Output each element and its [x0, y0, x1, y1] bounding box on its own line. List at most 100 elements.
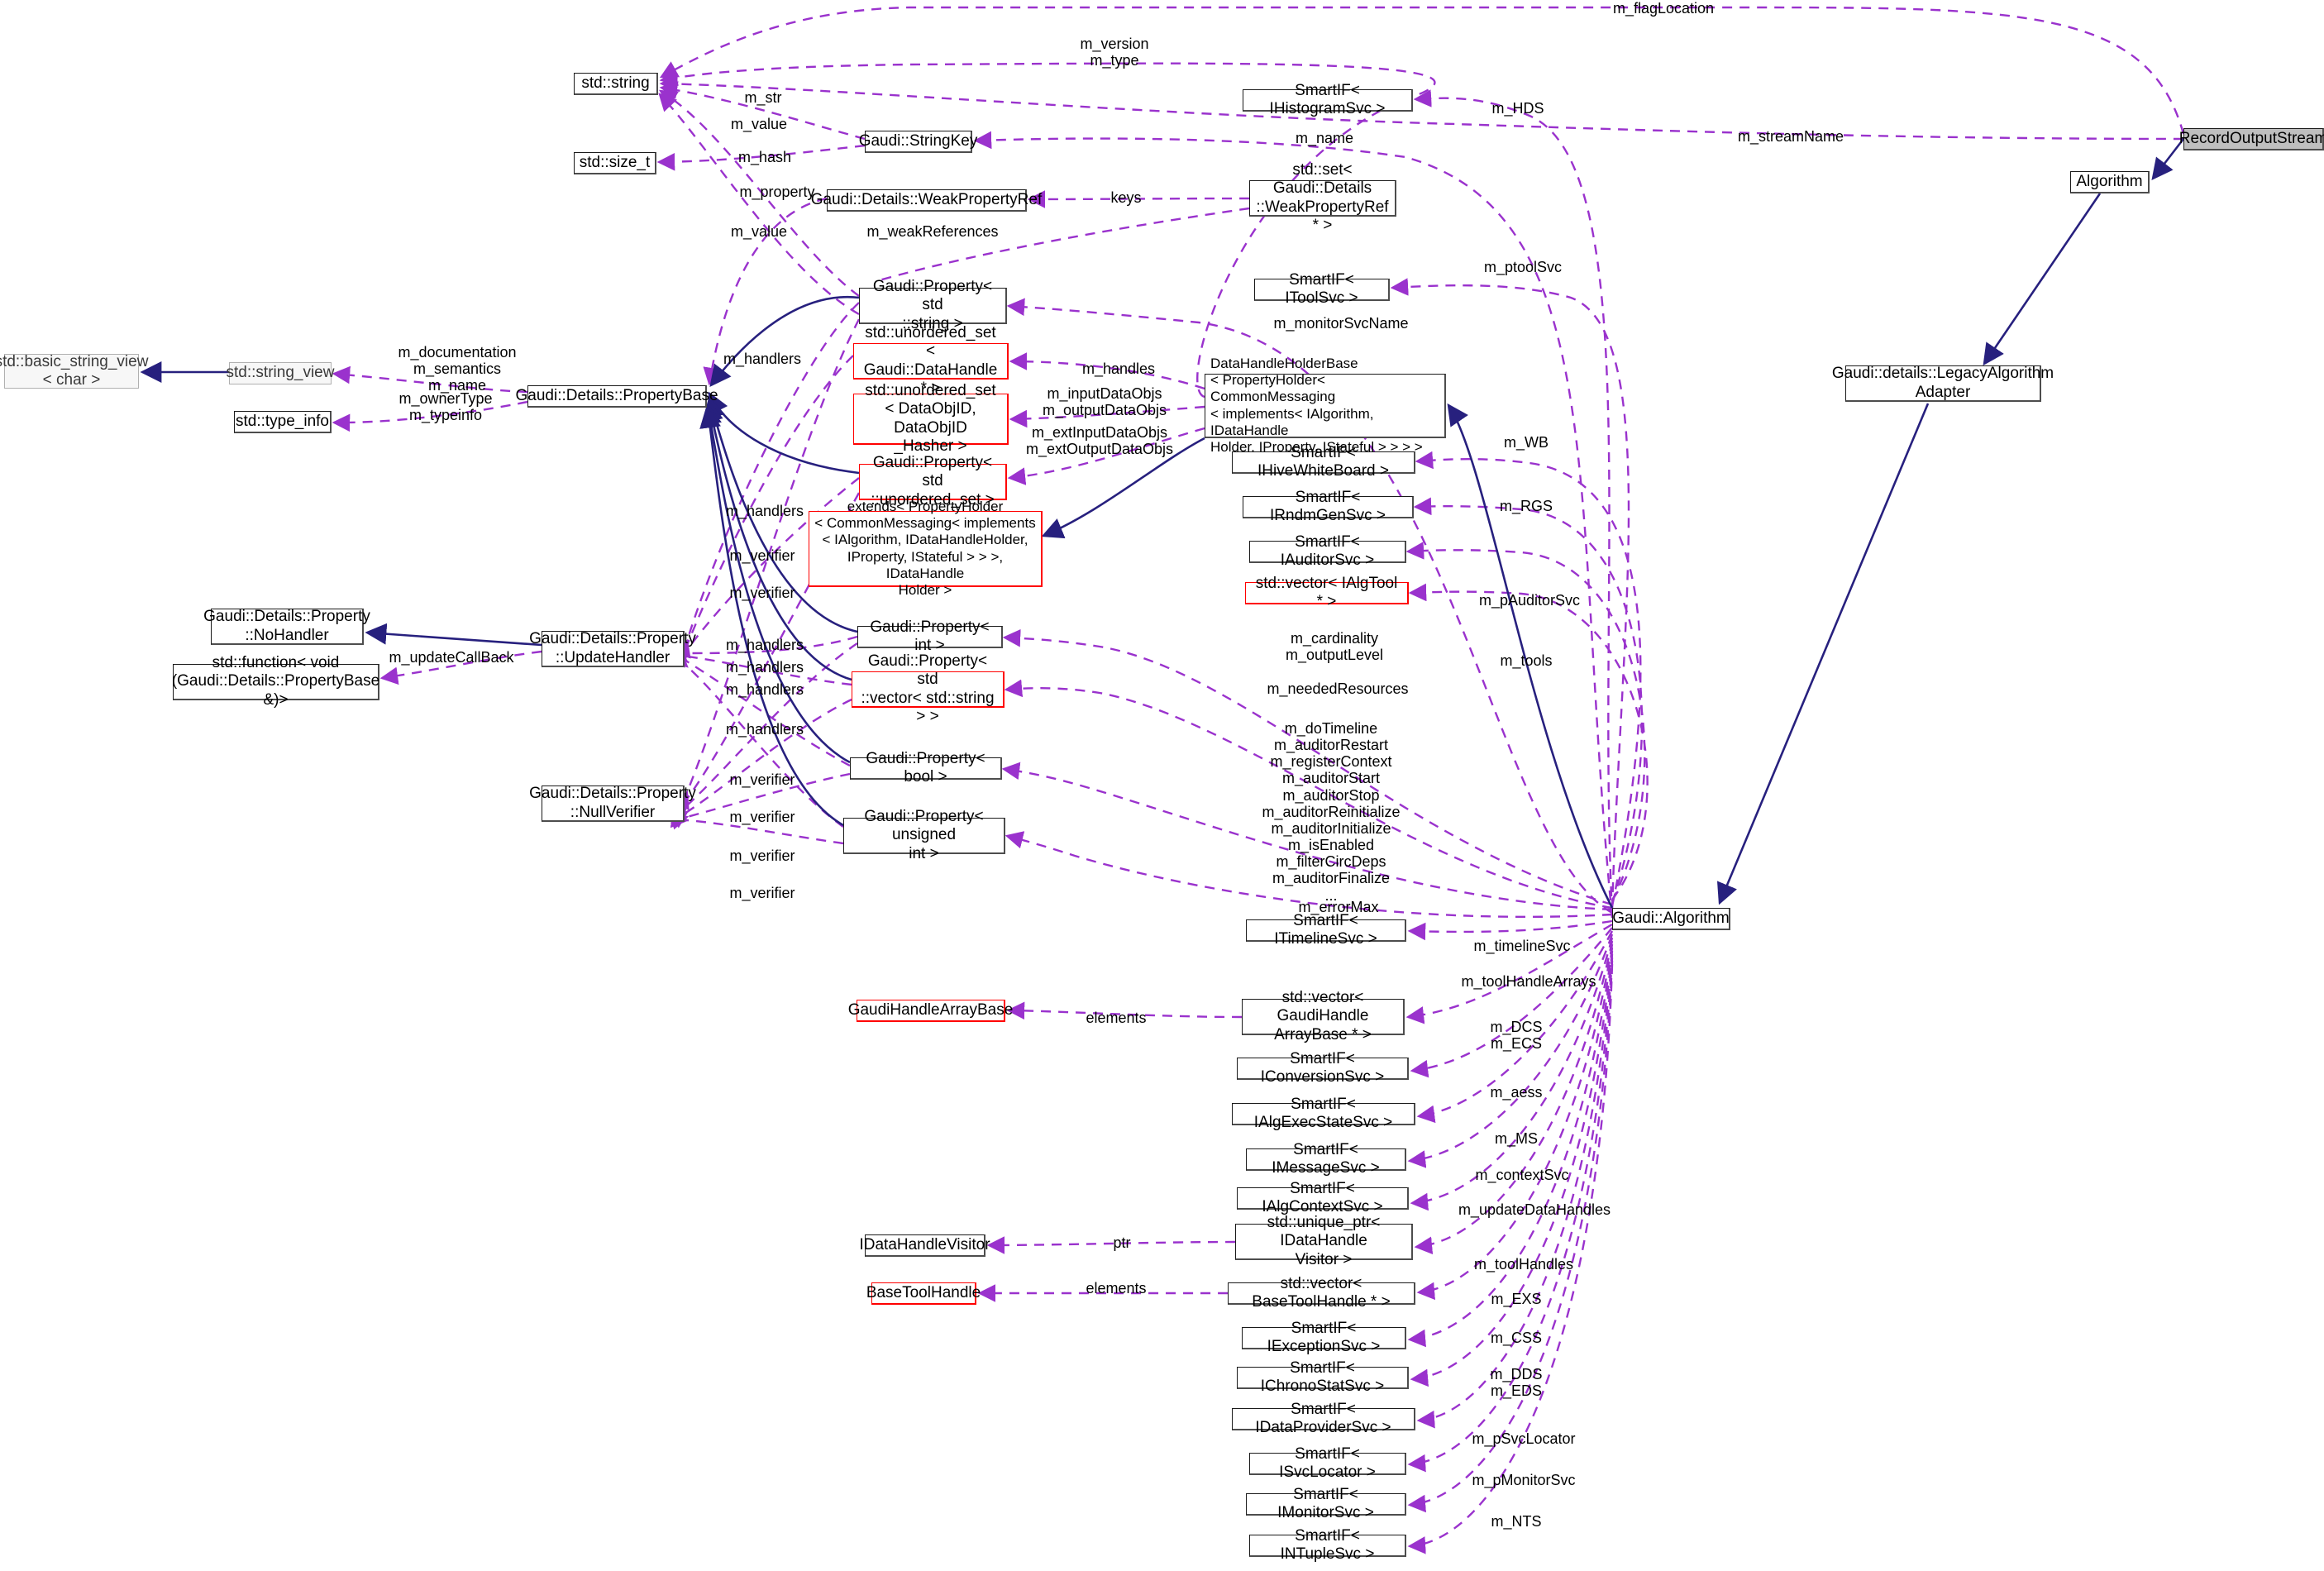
node-std-basic-string-view[interactable]: std::basic_string_view < char > [0, 352, 149, 389]
node-std-string-view[interactable]: std::string_view [227, 362, 334, 384]
node-std-set-weakpropertyref[interactable]: std::set< Gaudi::Details ::WeakPropertyR… [1249, 161, 1396, 234]
edge-label-m-aess: m_aess [1490, 1084, 1543, 1101]
node-gaudi-details-weakpropertyref[interactable]: Gaudi::Details::WeakPropertyRef [811, 189, 1042, 212]
edge-label-ptr: ptr [1113, 1234, 1131, 1251]
node-extends-propertyholder[interactable]: extends< PropertyHolder < CommonMessagin… [809, 499, 1043, 598]
edge-label-elements-2: elements [1086, 1280, 1147, 1296]
edge-label-keys: keys [1110, 189, 1142, 206]
node-smartif-iconversionsvc[interactable]: SmartIF< IConversionSvc > [1237, 1050, 1409, 1086]
node-vector-basetoolhandle[interactable]: std::vector< BaseToolHandle * > [1228, 1275, 1415, 1311]
node-idatahandlevisitor[interactable]: IDataHandleVisitor [859, 1234, 990, 1257]
edge-label-m-name-top: m_name [1295, 130, 1354, 146]
node-smartif-ihivewhiteboard[interactable]: SmartIF< IHiveWhiteBoard > [1232, 444, 1415, 480]
edge-label-m-streamname: m_streamName [1737, 128, 1844, 145]
edge-label-m-updatecallback: m_updateCallBack [389, 649, 514, 666]
edge-label-m-ownertype: m_ownerType m_typeinfo [398, 390, 493, 424]
edge-label-m-weakreferences: m_weakReferences [866, 223, 999, 240]
node-legacy-algorithm-adapter[interactable]: Gaudi::details::LegacyAlgorithm Adapter [1831, 365, 2054, 402]
edge-label-m-nts: m_NTS [1491, 1513, 1542, 1530]
node-smartif-itimelinesvc[interactable]: SmartIF< ITimelineSvc > [1246, 912, 1406, 948]
edge-label-m-tools: m_tools [1500, 652, 1553, 669]
edge-label-m-timelinesvc: m_timelineSvc [1473, 938, 1571, 954]
node-unordered-set-dataobjid[interactable]: std::unordered_set < DataObjID, DataObjI… [853, 382, 1009, 455]
edge-label-m-value-2: m_value [730, 223, 788, 240]
edge-label-m-contextsvc: m_contextSvc [1475, 1167, 1569, 1183]
edge-label-m-property: m_property [739, 184, 815, 200]
node-smartif-iexceptionsvc[interactable]: SmartIF< IExceptionSvc > [1242, 1320, 1406, 1355]
edge-label-m-updatedatahandles: m_updateDataHandles [1458, 1201, 1611, 1218]
edge-label-algorithm-properties-stack: m_doTimeline m_auditorRestart m_register… [1262, 720, 1401, 904]
node-gaudi-details-propertybase[interactable]: Gaudi::Details::PropertyBase [516, 385, 718, 408]
node-smartif-ichronostatsvc[interactable]: SmartIF< IChronoStatSvc > [1237, 1359, 1409, 1395]
node-unordered-set-datahandle[interactable]: std::unordered_set < Gaudi::DataHandle *… [853, 324, 1009, 397]
edge-label-m-cardinality: m_cardinality m_outputLevel [1285, 630, 1384, 664]
node-gaudi-stringkey[interactable]: Gaudi::StringKey [859, 131, 977, 153]
edge-label-m-hds: m_HDS [1491, 100, 1544, 117]
node-vector-gaudihandlearraybase[interactable]: std::vector< GaudiHandle ArrayBase * > [1242, 989, 1405, 1043]
node-property-updatehandler[interactable]: Gaudi::Details::Property ::UpdateHandler [529, 630, 696, 667]
node-gaudi-algorithm[interactable]: Gaudi::Algorithm [1612, 908, 1730, 930]
node-algorithm[interactable]: Algorithm [2070, 171, 2150, 193]
node-smartif-imonitorsvc[interactable]: SmartIF< IMonitorSvc > [1246, 1486, 1406, 1521]
edge-label-m-toolhandlearrays: m_toolHandleArrays [1461, 973, 1596, 990]
edge-label-m-hash: m_hash [737, 149, 792, 165]
node-record-output-stream[interactable]: RecordOutputStream [2179, 128, 2324, 150]
edge-label-m-toolhandles: m_toolHandles [1473, 1256, 1574, 1273]
edge-label-m-rgs: m_RGS [1499, 498, 1553, 514]
edge-label-m-psvclocator: m_pSvcLocator [1472, 1430, 1576, 1447]
edge-label-m-css: m_CSS [1490, 1330, 1543, 1346]
node-property-nohandler[interactable]: Gaudi::Details::Property ::NoHandler [203, 608, 370, 645]
edge-label-elements-1: elements [1086, 1010, 1147, 1026]
node-smartif-iauditorsvc[interactable]: SmartIF< IAuditorSvc > [1249, 533, 1406, 569]
edge-label-m-handlers-3: m_handlers [725, 637, 804, 653]
node-smartif-idataprovidersvc[interactable]: SmartIF< IDataProviderSvc > [1232, 1401, 1415, 1436]
node-std-string[interactable]: std::string [574, 73, 658, 95]
edge-label-m-str: m_str [744, 89, 782, 106]
edge-label-m-verifier-2: m_verifier [729, 585, 795, 601]
edge-label-m-handlers-5: m_handlers [725, 681, 804, 698]
edge-label-m-pauditorsvc: m_pAuditorSvc [1478, 592, 1581, 609]
node-smartif-isvclocator[interactable]: SmartIF< ISvcLocator > [1249, 1445, 1406, 1481]
node-gaudihandlearraybase[interactable]: GaudiHandleArrayBase [848, 1000, 1013, 1022]
edge-label-m-handlers-2: m_handlers [725, 503, 804, 519]
edge-label-m-dcs-ecs: m_DCS m_ECS [1490, 1019, 1543, 1053]
edge-label-m-ms: m_MS [1494, 1130, 1539, 1147]
edge-label-m-handlers-1: m_handlers [723, 351, 802, 367]
node-property-nullverifier[interactable]: Gaudi::Details::Property ::NullVerifier [529, 785, 696, 822]
edge-label-m-verifier-4: m_verifier [729, 809, 795, 825]
node-gaudi-property-std-string[interactable]: Gaudi::Property< std ::string > [859, 278, 1007, 332]
node-smartif-ihistogramsvc[interactable]: SmartIF< IHistogramSvc > [1243, 82, 1413, 117]
edge-label-m-value-1: m_value [730, 116, 788, 132]
node-std-size-t[interactable]: std::size_t [574, 152, 656, 174]
node-gaudi-property-unordered-set[interactable]: Gaudi::Property< std ::unordered_set > [859, 454, 1007, 509]
edge-label-m-inputdataobjs: m_inputDataObjs m_outputDataObjs [1042, 385, 1167, 419]
node-std-type-info[interactable]: std::type_info [234, 411, 332, 433]
edge-label-m-handlers-6: m_handlers [725, 721, 804, 738]
node-smartif-imessagesvc[interactable]: SmartIF< IMessageSvc > [1246, 1141, 1406, 1177]
edge-label-m-documentation: m_documentation m_semantics m_name [398, 344, 517, 394]
edge-label-m-wb: m_WB [1504, 434, 1549, 451]
edge-label-m-dds-eds: m_DDS m_EDS [1490, 1366, 1543, 1400]
node-smartif-itoolsvc[interactable]: SmartIF< IToolSvc > [1254, 271, 1390, 307]
node-smartif-intuplesvc[interactable]: SmartIF< INTupleSvc > [1249, 1527, 1406, 1563]
node-gaudi-property-int[interactable]: Gaudi::Property< int > [857, 618, 1003, 654]
edge-label-m-verifier-6: m_verifier [729, 885, 795, 901]
node-unique-ptr-idatahandlevisitor[interactable]: std::unique_ptr< IDataHandle Visitor > [1235, 1214, 1413, 1268]
node-datahandleholderbase[interactable]: DataHandleHolderBase < PropertyHolder< C… [1205, 356, 1446, 455]
node-basetoolhandle[interactable]: BaseToolHandle [866, 1282, 981, 1305]
edge-label-m-pmonitorsvc: m_pMonitorSvc [1472, 1472, 1576, 1488]
node-smartif-ialgcontextsvc[interactable]: SmartIF< IAlgContextSvc > [1237, 1180, 1409, 1215]
edge-label-m-handlers-4: m_handlers [725, 659, 804, 676]
node-smartif-irndmgensvc[interactable]: SmartIF< IRndmGenSvc > [1243, 489, 1414, 524]
node-gaudi-property-vector-string[interactable]: Gaudi::Property< std ::vector< std::stri… [852, 652, 1005, 725]
edge-label-m-extinputdataobjs: m_extInputDataObjs m_extOutputDataObjs [1025, 424, 1174, 458]
edge-label-m-monitorsvcname: m_monitorSvcName [1273, 315, 1409, 332]
edge-label-m-handles: m_handles [1081, 361, 1156, 377]
node-vector-ialgtool[interactable]: std::vector< IAlgTool * > [1245, 575, 1409, 610]
node-std-function-void-propertybase[interactable]: std::function< void (Gaudi::Details::Pro… [171, 653, 380, 709]
node-smartif-ialgexecstatesvc[interactable]: SmartIF< IAlgExecStateSvc > [1232, 1096, 1415, 1131]
node-gaudi-property-unsigned-int[interactable]: Gaudi::Property< unsigned int > [843, 808, 1005, 862]
node-gaudi-property-bool[interactable]: Gaudi::Property< bool > [850, 750, 1002, 786]
